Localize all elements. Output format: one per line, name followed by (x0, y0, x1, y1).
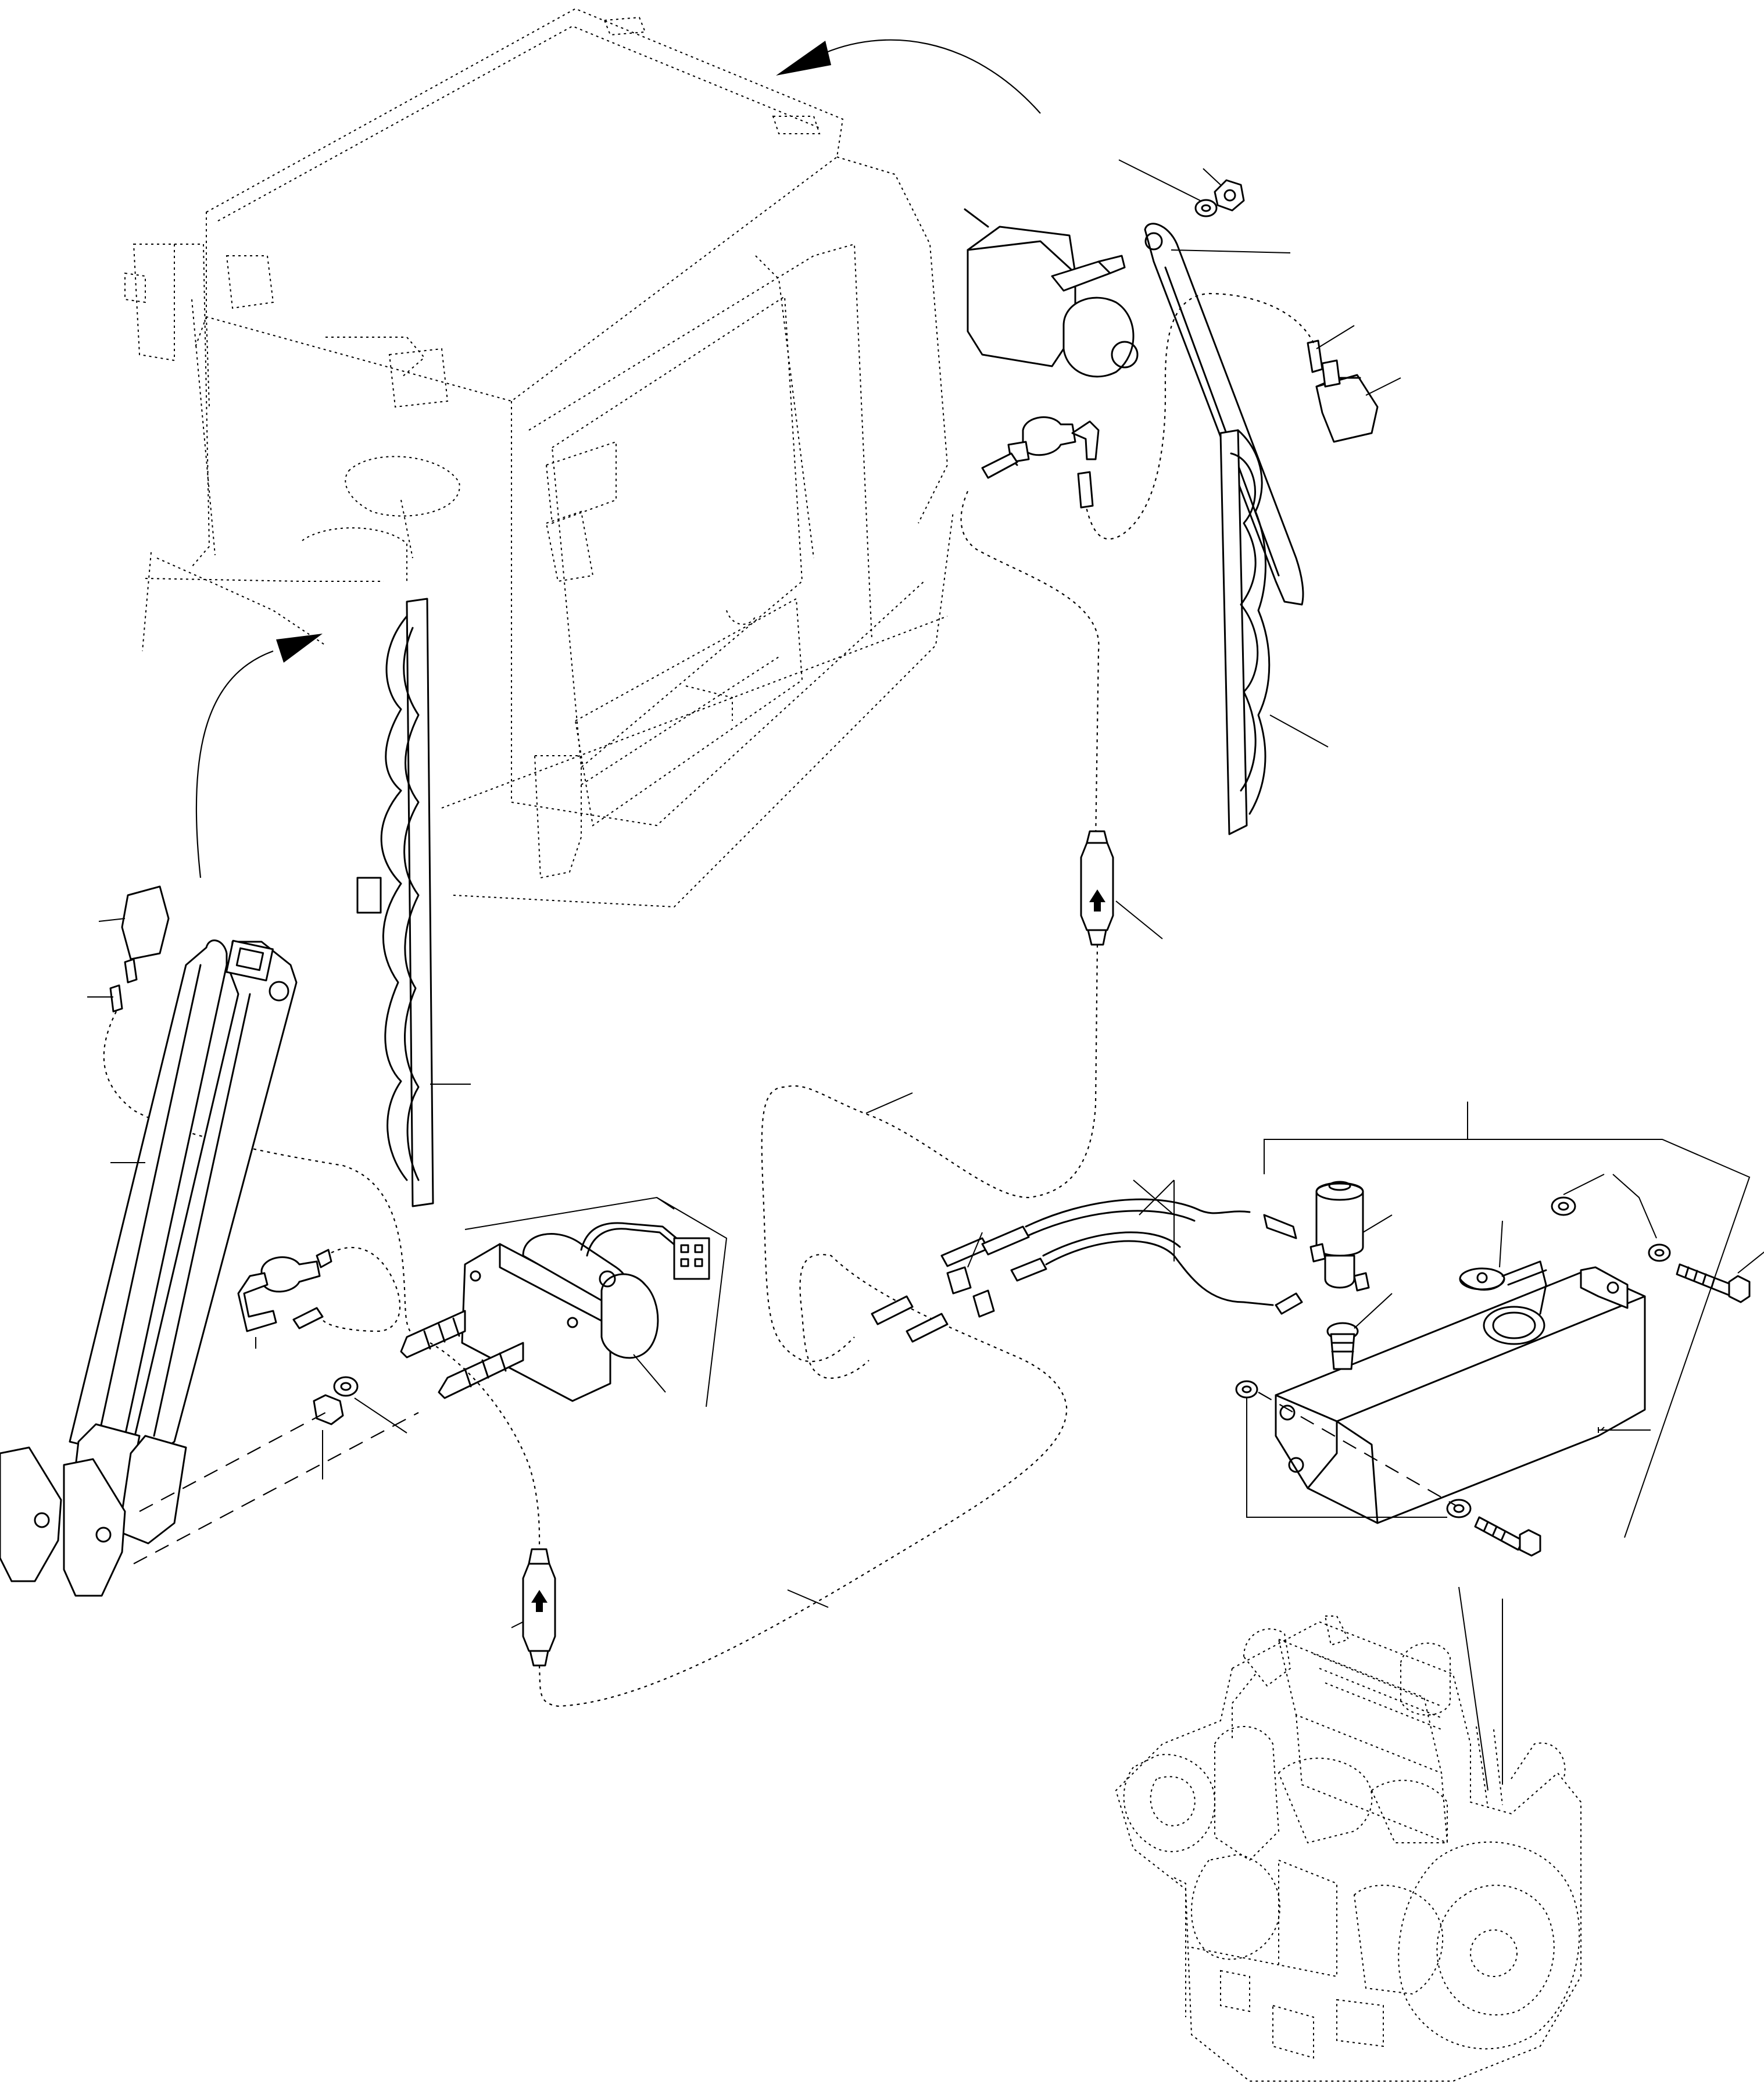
rear-washer-nozzle (1307, 325, 1401, 443)
front-wiper-arm (0, 939, 298, 1597)
reservoir-fasteners (1235, 1174, 1764, 1557)
check-valve-rear (1080, 830, 1163, 946)
washer-reservoir (1275, 1220, 1651, 1524)
engine-outline (1115, 1615, 1581, 2082)
rear-arm-nut (1194, 179, 1245, 217)
front-hose-elbow (237, 1249, 332, 1349)
arrow-head-to-cab-front (276, 634, 323, 663)
front-arm-nut (313, 1376, 407, 1479)
washer-pump (1263, 1181, 1393, 1315)
front-wiper-blade (356, 598, 471, 1207)
front-wiper-motor (400, 1196, 728, 1407)
hose-connectors-center (871, 1225, 1047, 1343)
arrow-head-to-cab-rear (776, 41, 831, 76)
check-valve-front (511, 1548, 556, 1667)
rear-hose-elbow (981, 416, 1100, 509)
operator-cab-outline (124, 8, 954, 908)
assembly-arrows (195, 39, 1041, 878)
rear-wiper-motor (964, 208, 1139, 378)
front-washer-nozzle (87, 885, 170, 1013)
rear-wiper-blade (1219, 429, 1329, 835)
